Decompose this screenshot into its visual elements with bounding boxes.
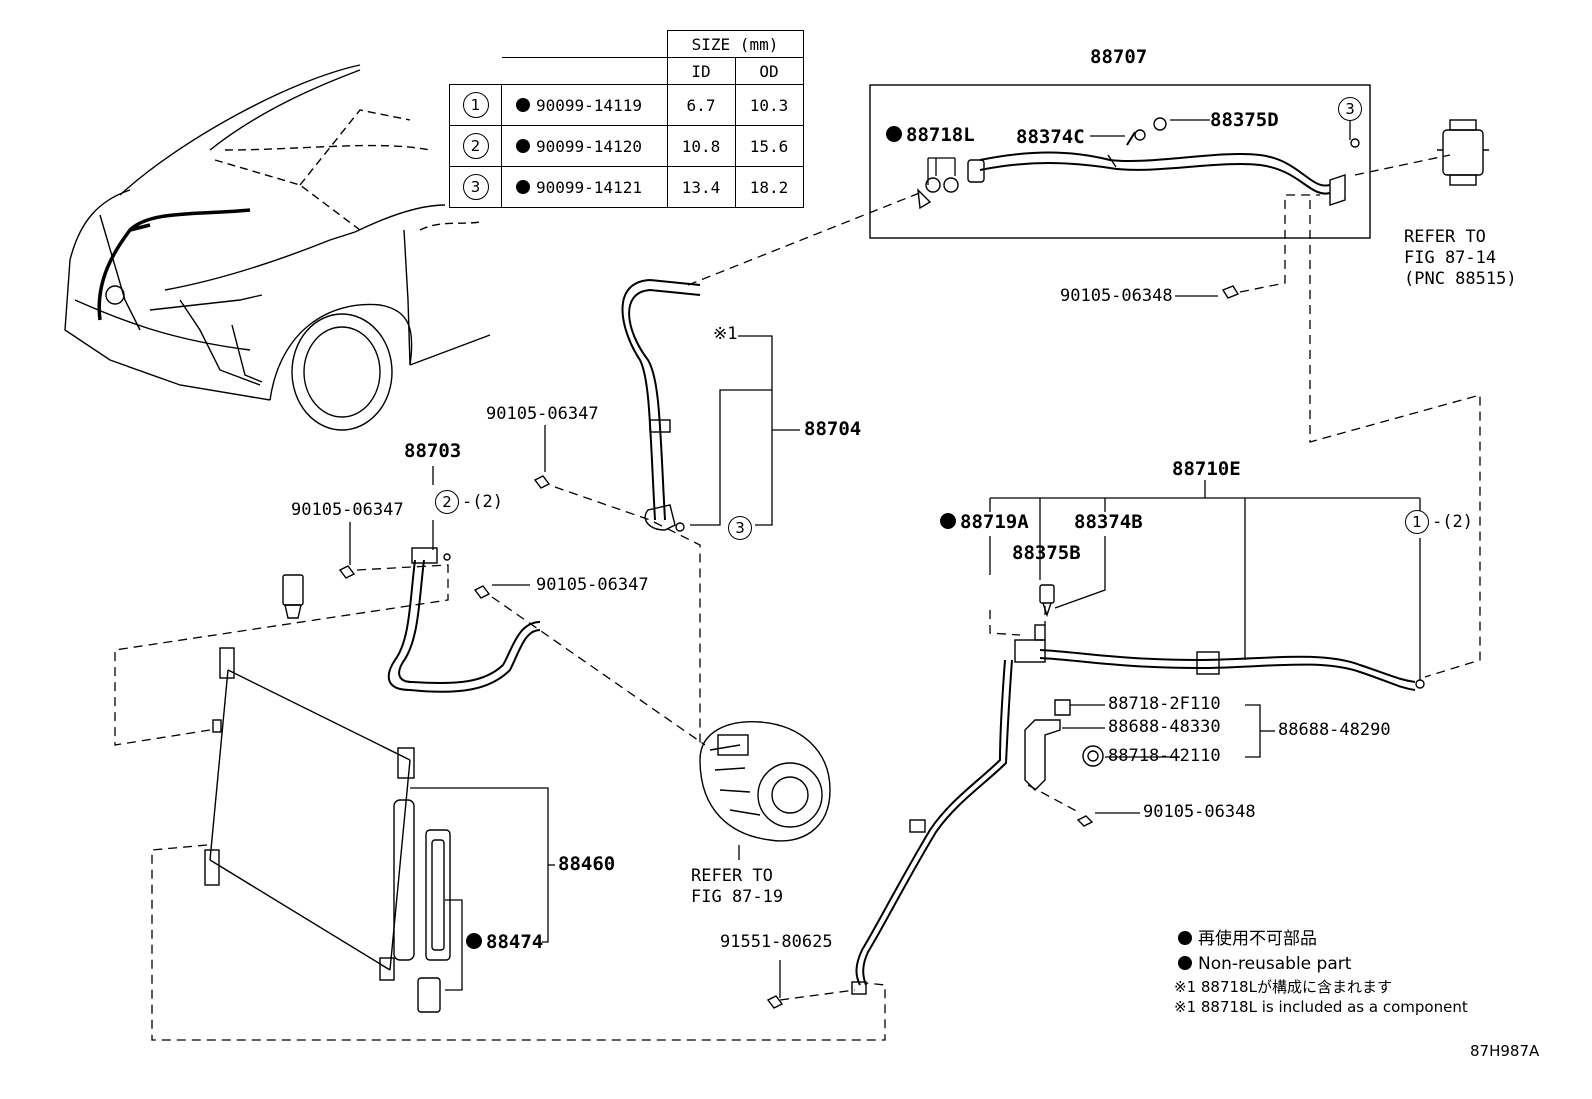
legend-jp-nonreusable: 再使用不可部品 <box>1178 931 1317 948</box>
compressor <box>699 721 831 842</box>
ring-2-marker: 2 <box>435 490 459 514</box>
condenser <box>204 647 451 1013</box>
label-88718-42110: 88718-42110 <box>1108 746 1221 766</box>
od-value: 18.2 <box>734 166 804 208</box>
table-row: 1 90099-14119 6.7 10.3 <box>449 84 804 126</box>
ring-3-marker: 3 <box>1338 97 1362 121</box>
label-88703: 88703 <box>404 440 462 462</box>
label-88718L: 88718L <box>886 126 975 145</box>
ring-1-quantity: -(2) <box>1432 512 1473 532</box>
legend-en-nonreusable: Non-reusable part <box>1178 956 1351 973</box>
label-88688-48330: 88688-48330 <box>1108 717 1221 737</box>
ring-3-marker: 3 <box>728 516 752 540</box>
table-row: 2 90099-14120 10.8 15.6 <box>449 125 804 167</box>
label-88460: 88460 <box>558 853 616 875</box>
part-number: 90099-14119 <box>536 95 642 115</box>
label-88374B: 88374B <box>1074 511 1143 533</box>
label-88704: 88704 <box>804 418 862 440</box>
hose-88703 <box>387 547 541 693</box>
row-number: 3 <box>462 174 489 200</box>
refer-fig-87-14-line1: REFER TO <box>1404 227 1486 247</box>
label-bolt-90105-06348-top: 90105-06348 <box>1060 286 1173 306</box>
label-bolt-90105-06347-c: 90105-06347 <box>536 575 649 595</box>
dashed-connections <box>114 154 1481 1041</box>
non-reusable-dot-icon <box>516 97 530 112</box>
non-reusable-dot-icon <box>886 126 902 142</box>
refer-fig-87-14-line3: (PNC 88515) <box>1404 269 1517 289</box>
label-88718-2F110: 88718-2F110 <box>1108 694 1221 714</box>
label-88375D: 88375D <box>1210 109 1279 131</box>
label-88710E: 88710E <box>1172 458 1241 480</box>
refer-fig-87-14-line2: FIG 87-14 <box>1404 248 1497 268</box>
label-88707: 88707 <box>1090 46 1148 68</box>
col-od-header: OD <box>734 57 804 85</box>
figure-id: 87H987A <box>1470 1042 1540 1060</box>
id-value: 10.8 <box>666 125 736 167</box>
refer-fig-87-19-line1: REFER TO <box>691 866 773 886</box>
vehicle-illustration <box>64 64 491 431</box>
id-value: 13.4 <box>666 166 736 208</box>
label-bolt-90105-06347-b: 90105-06347 <box>291 500 404 520</box>
row-number: 2 <box>462 133 489 159</box>
size-table-title: SIZE (mm) <box>666 30 804 58</box>
table-row: 3 90099-14121 13.4 18.2 <box>449 166 804 208</box>
non-reusable-dot-icon <box>516 179 530 194</box>
part-number: 90099-14121 <box>536 177 642 197</box>
expansion-valve <box>1437 119 1489 186</box>
col-id-header: ID <box>666 57 736 85</box>
hose-88704 <box>621 278 701 532</box>
pipe-88710E <box>851 624 1425 995</box>
od-value: 10.3 <box>734 84 804 126</box>
id-value: 6.7 <box>666 84 736 126</box>
non-reusable-dot-icon <box>466 933 482 949</box>
size-table: SIZE (mm) ID OD 1 90099-14119 6.7 10.3 2… <box>449 30 804 208</box>
row-number: 1 <box>462 92 489 118</box>
label-88474: 88474 <box>466 933 543 952</box>
hose-88707-group <box>869 84 1371 239</box>
non-reusable-dot-icon <box>516 138 530 153</box>
small-parts <box>282 285 1240 1009</box>
label-88374C: 88374C <box>1016 126 1085 148</box>
label-bolt-91551-80625: 91551-80625 <box>720 932 833 952</box>
label-88375B: 88375B <box>1012 542 1081 564</box>
label-88688-48290: 88688-48290 <box>1278 720 1391 740</box>
part-number: 90099-14120 <box>536 136 642 156</box>
label-88719A: 88719A <box>940 513 1029 532</box>
leader-lines <box>349 119 1421 998</box>
legend-note-en: ※1 88718L is included as a component <box>1174 998 1468 1016</box>
label-bolt-90105-06347-a: 90105-06347 <box>486 404 599 424</box>
note-1-marker: ※1 <box>713 324 738 344</box>
legend-note-jp: ※1 88718Lが構成に含まれます <box>1174 978 1392 996</box>
label-bolt-90105-06348-bottom: 90105-06348 <box>1143 802 1256 822</box>
non-reusable-dot-icon <box>1178 931 1192 945</box>
non-reusable-dot-icon <box>940 513 956 529</box>
ring-2-quantity: -(2) <box>462 492 503 512</box>
refer-fig-87-19-line2: FIG 87-19 <box>691 887 784 907</box>
non-reusable-dot-icon <box>1178 956 1192 970</box>
ring-1-marker: 1 <box>1405 510 1429 534</box>
od-value: 15.6 <box>734 125 804 167</box>
